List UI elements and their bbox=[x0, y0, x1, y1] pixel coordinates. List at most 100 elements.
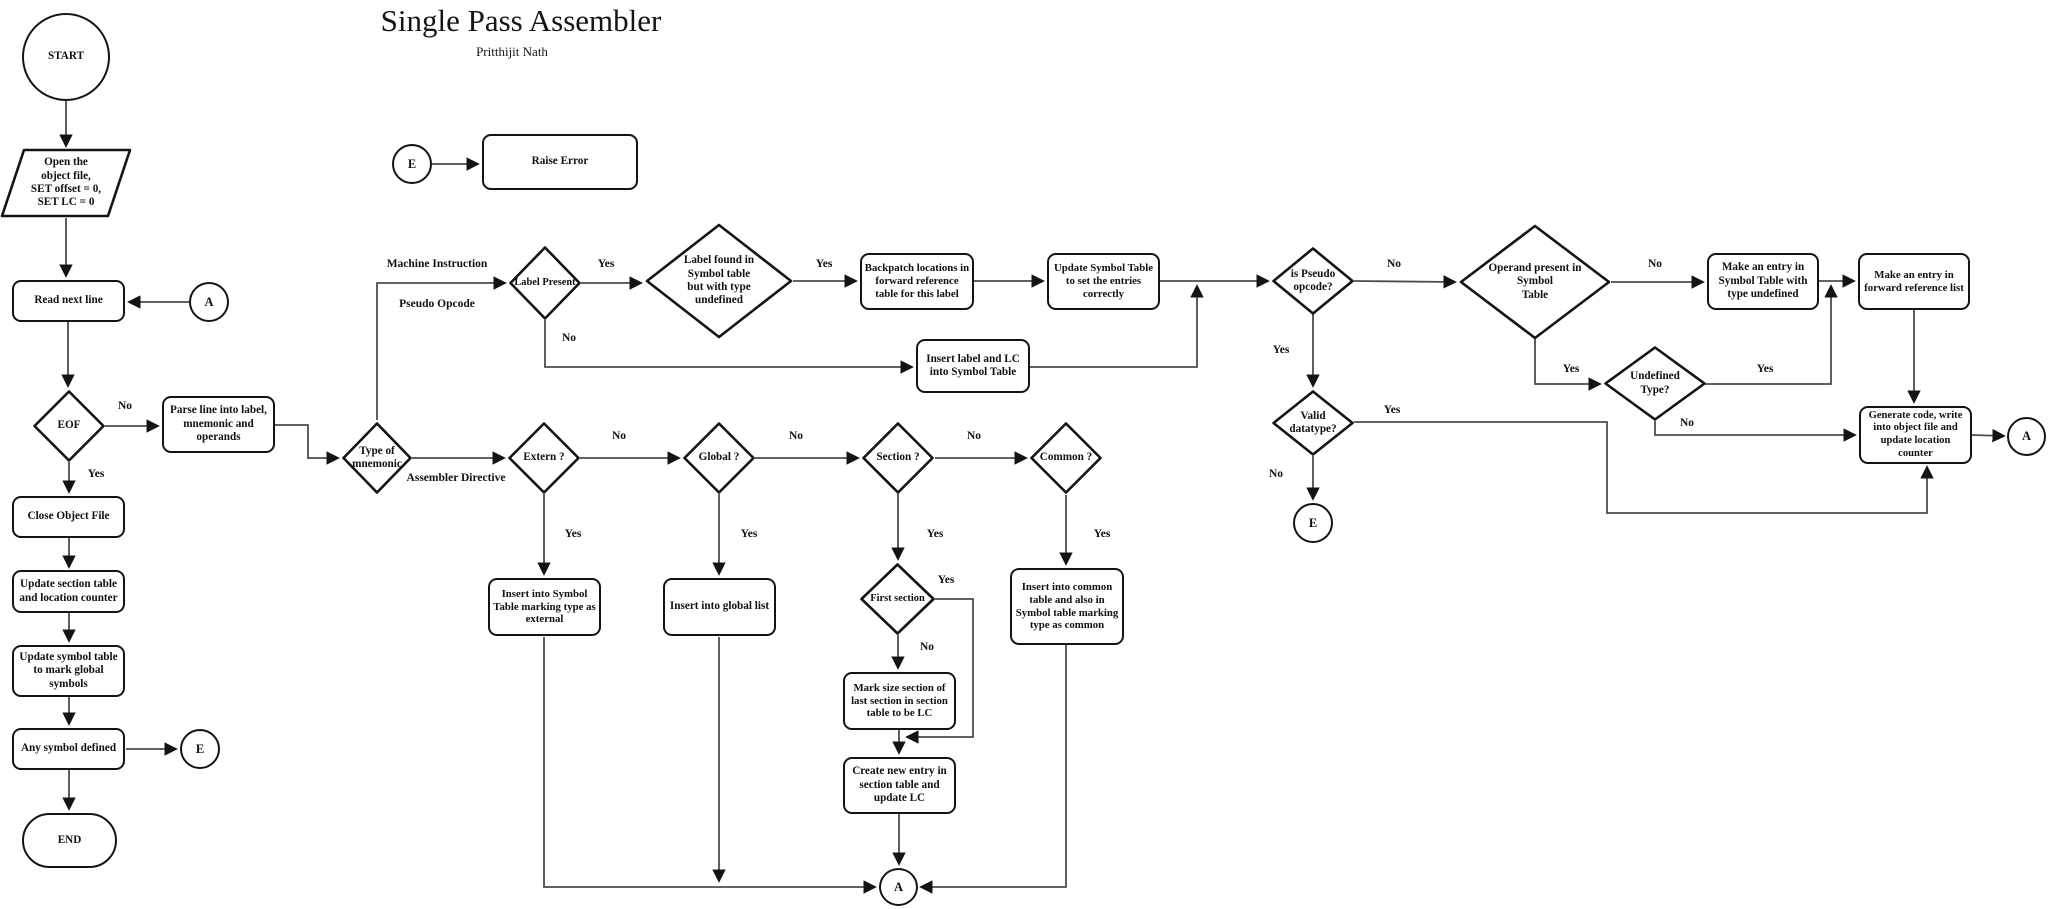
node-raise-error-label: Raise Error bbox=[531, 155, 589, 168]
node-backpatch-locations: Backpatch locations in forward reference… bbox=[860, 253, 974, 310]
edge-label-ispseudo-yes: Yes bbox=[1272, 344, 1290, 356]
node-start-label: START bbox=[47, 50, 85, 63]
node-make-entry-forward-ref: Make an entry in forward reference list bbox=[1858, 253, 1970, 310]
diamond-shape bbox=[1604, 346, 1706, 421]
node-eof-label: EOF bbox=[57, 419, 81, 432]
node-start: START bbox=[22, 13, 110, 101]
node-common-decision: Common ? bbox=[1030, 422, 1102, 494]
edge-insertcommon-conna bbox=[919, 645, 1067, 894]
edge-generate-conna bbox=[1971, 428, 2006, 443]
node-end-label: END bbox=[57, 833, 82, 846]
node-any-symbol-defined-label: Any symbol defined bbox=[20, 742, 117, 755]
node-global-decision-label: Global ? bbox=[698, 451, 740, 464]
edge-label-eof-yes: Yes bbox=[87, 468, 105, 480]
node-type-of-mnemonic-label: Type of mnemonic bbox=[352, 444, 402, 470]
node-backpatch-locations-label: Backpatch locations in forward reference… bbox=[864, 262, 970, 300]
node-create-entry-section-table: Create new entry in section table and up… bbox=[843, 757, 956, 814]
diamond-shape bbox=[1459, 224, 1611, 340]
node-close-object-file-label: Close Object File bbox=[27, 510, 110, 523]
node-label-found-undefined: Label found in Symbol table but with typ… bbox=[645, 223, 793, 339]
edge-label-pseudo-opcode: Pseudo Opcode bbox=[399, 298, 475, 310]
edge-parse-typemnemonic bbox=[275, 424, 340, 465]
node-update-section-table-label: Update section table and location counte… bbox=[19, 578, 118, 604]
node-section-decision: Section ? bbox=[862, 422, 934, 494]
edge-label-undefinedtype-yes: Yes bbox=[1756, 363, 1774, 375]
edge-label-ispseudo-no: No bbox=[1386, 258, 1402, 270]
node-is-pseudo-opcode-label: is Pseudo opcode? bbox=[1290, 267, 1336, 293]
node-make-entry-forward-ref-label: Make an entry in forward reference list bbox=[1864, 268, 1964, 294]
diamond-shape bbox=[342, 422, 412, 494]
edge-typemnemonic-labelpresent bbox=[376, 276, 507, 420]
node-generate-code: Generate code, write into object file an… bbox=[1859, 406, 1972, 464]
diamond-shape bbox=[683, 422, 755, 494]
edge-insertext-conna bbox=[543, 637, 877, 894]
node-extern-decision-label: Extern ? bbox=[523, 451, 565, 464]
connector-a-bottom-label: A bbox=[893, 879, 904, 894]
node-update-section-table: Update section table and location counte… bbox=[12, 570, 125, 613]
node-first-section-decision: First section bbox=[860, 563, 935, 635]
node-any-symbol-defined: Any symbol defined bbox=[12, 728, 125, 770]
node-end: END bbox=[22, 813, 117, 868]
edge-label-extern-no: No bbox=[611, 430, 627, 442]
connector-e-mid-label: E bbox=[1308, 515, 1318, 530]
edge-label-operand-no: No bbox=[1647, 258, 1663, 270]
node-update-symbol-table-label: Update symbol table to mark global symbo… bbox=[19, 650, 118, 690]
node-read-next-line: Read next line bbox=[12, 280, 125, 322]
node-first-section-decision-label: First section bbox=[870, 592, 925, 604]
node-extern-decision: Extern ? bbox=[508, 422, 580, 494]
page-subtitle: Pritthijit Nath bbox=[476, 44, 548, 59]
diamond-shape bbox=[645, 223, 793, 339]
edge-label-common-yes: Yes bbox=[1093, 528, 1111, 540]
diamond-shape bbox=[509, 246, 581, 320]
edge-label-extern-yes: Yes bbox=[564, 528, 582, 540]
node-label-found-undefined-label: Label found in Symbol table but with typ… bbox=[683, 254, 755, 307]
node-open-object-file: Open the object file, SET offset = 0, SE… bbox=[0, 148, 132, 218]
connector-e-top: E bbox=[392, 144, 432, 184]
edge-label-labelpresent-no: No bbox=[561, 332, 577, 344]
edge-label-section-no: No bbox=[966, 430, 982, 442]
edge-validdatatype-yes-generate bbox=[1354, 421, 1934, 514]
node-global-decision: Global ? bbox=[683, 422, 755, 494]
edge-label-global-no: No bbox=[788, 430, 804, 442]
edge-label-global-yes: Yes bbox=[740, 528, 758, 540]
edge-label-assembler-directive: Assembler Directive bbox=[406, 472, 506, 484]
diamond-shape bbox=[33, 390, 105, 462]
edge-label-firstsection-no: No bbox=[919, 641, 935, 653]
node-type-of-mnemonic: Type of mnemonic bbox=[342, 422, 412, 494]
connector-e-left-label: E bbox=[195, 741, 205, 756]
node-is-pseudo-opcode: is Pseudo opcode? bbox=[1272, 247, 1354, 315]
node-undefined-type-label: Undefined Type? bbox=[1630, 370, 1680, 396]
connector-e-mid: E bbox=[1293, 503, 1333, 543]
node-generate-code-label: Generate code, write into object file an… bbox=[1868, 409, 1963, 459]
node-label-present: Label Present bbox=[509, 246, 581, 320]
edge-label-section-yes: Yes bbox=[926, 528, 944, 540]
connector-a-bottom: A bbox=[879, 868, 918, 906]
node-eof-decision: EOF bbox=[33, 390, 105, 462]
parallelogram-shape bbox=[0, 148, 132, 218]
edge-label-undefinedtype-no: No bbox=[1679, 417, 1695, 429]
diamond-shape bbox=[508, 422, 580, 494]
node-operand-present-label: Operand present in Symbol Table bbox=[1488, 261, 1582, 301]
edge-operand-yes-undefinedtype bbox=[1534, 339, 1602, 391]
node-create-entry-section-table-label: Create new entry in section table and up… bbox=[852, 765, 947, 805]
edge-insertlabel-merge bbox=[1030, 284, 1204, 368]
node-valid-datatype: Valid datatype? bbox=[1272, 390, 1354, 456]
edge-label-validdatatype-no: No bbox=[1268, 468, 1284, 480]
node-common-decision-label: Common ? bbox=[1039, 451, 1093, 464]
connector-e-top-label: E bbox=[407, 156, 417, 171]
edge-ispseudo-no-operand bbox=[1353, 275, 1457, 289]
connector-a-left: A bbox=[189, 282, 229, 322]
node-insert-global-list: Insert into global list bbox=[663, 578, 776, 636]
node-insert-common: Insert into common table and also in Sym… bbox=[1010, 568, 1124, 645]
connector-a-left-label: A bbox=[204, 294, 214, 309]
edge-label-labelpresent-yes: Yes bbox=[597, 258, 615, 270]
node-insert-external-label: Insert into Symbol Table marking type as… bbox=[493, 587, 596, 626]
node-open-object-file-label: Open the object file, SET offset = 0, SE… bbox=[30, 156, 102, 209]
diamond-shape bbox=[860, 563, 935, 635]
edge-label-firstsection-yes: Yes bbox=[937, 574, 955, 586]
node-update-symbol-table-entries: Update Symbol Table to set the entries c… bbox=[1047, 253, 1160, 310]
node-undefined-type: Undefined Type? bbox=[1604, 346, 1706, 421]
node-read-next-line-label: Read next line bbox=[34, 294, 103, 307]
